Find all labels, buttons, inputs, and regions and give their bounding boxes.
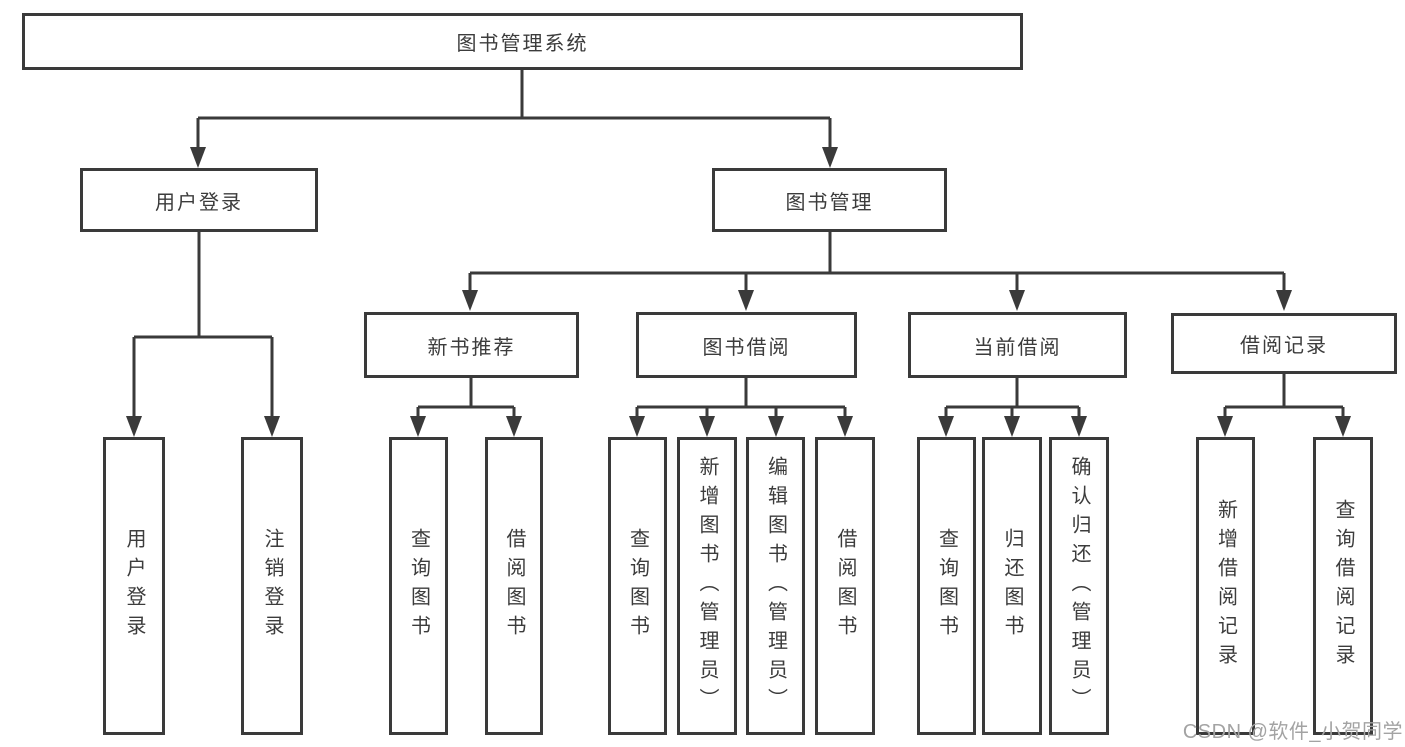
arrowhead-icon [462,290,478,311]
node-book-management: 图书管理 [712,168,947,232]
leaf-query-book-2: 查询图书 [608,437,667,735]
leaf-query-borrow-record: 查询借阅记录 [1313,437,1373,735]
node-label: 借阅记录 [1240,335,1328,357]
connector-user-login-leaves [132,232,274,418]
leaf-label: 查询图书 [407,528,430,644]
leaf-label: 查询图书 [626,528,649,644]
leaf-label: 借阅图书 [503,528,525,644]
leaf-confirm-return-admin: 确认归还（管理员） [1049,437,1109,735]
node-current-borrow: 当前借阅 [908,312,1127,378]
arrowhead-icon [410,416,426,437]
arrowhead-icon [837,416,853,437]
arrowhead-icon [699,416,715,437]
connector-new-book-leaves [416,378,516,418]
leaf-label: 查询图书 [935,528,958,644]
leaf-label: 新增图书（管理员） [696,455,718,717]
csdn-watermark: CSDN @软件_小贺同学 [1182,721,1403,743]
leaf-query-book-1: 查询图书 [389,437,448,735]
arrowhead-icon [264,416,280,437]
leaf-user-login: 用户登录 [103,437,165,735]
node-book-borrow: 图书借阅 [636,312,857,378]
node-label: 图书管理 [785,191,874,214]
arrowhead-icon [1071,416,1087,437]
node-label: 用户登录 [155,191,243,214]
arrowhead-icon [126,416,142,437]
leaf-edit-book-admin: 编辑图书（管理员） [746,437,805,735]
leaf-borrow-book-1: 借阅图书 [485,437,543,735]
node-label: 图书借阅 [702,336,791,359]
arrowhead-icon [768,416,784,437]
leaf-borrow-book-2: 借阅图书 [815,437,875,735]
leaf-label: 注销登录 [261,528,283,644]
leaf-return-book: 归还图书 [982,437,1042,735]
leaf-add-borrow-record: 新增借阅记录 [1196,437,1255,735]
connector-book-mgmt-to-level3 [468,232,1286,292]
node-user-login: 用户登录 [80,168,318,232]
node-label: 当前借阅 [973,336,1062,359]
leaf-label: 确认归还（管理员） [1068,455,1090,717]
arrowhead-icon [506,416,522,437]
arrowhead-icon [938,416,954,437]
leaf-add-book-admin: 新增图书（管理员） [677,437,737,735]
leaf-query-book-3: 查询图书 [917,437,976,735]
connector-root-to-level2 [196,70,832,149]
connector-book-borrow-leaves [635,378,847,418]
connector-current-borrow-leaves [944,378,1081,418]
arrowhead-icon [1004,416,1020,437]
node-label: 图书管理系统 [456,33,589,55]
node-label: 新书推荐 [427,336,516,359]
leaf-logout: 注销登录 [241,437,303,735]
node-root-system: 图书管理系统 [22,13,1023,70]
node-new-book-recommend: 新书推荐 [364,312,579,378]
arrowhead-icon [822,147,838,168]
node-borrow-records: 借阅记录 [1171,313,1397,374]
arrowhead-icon [1009,290,1025,311]
arrowhead-icon [190,147,206,168]
leaf-label: 用户登录 [123,528,145,644]
arrowhead-icon [1217,416,1233,437]
arrowhead-icon [1335,416,1351,437]
arrowhead-icon [629,416,645,437]
leaf-label: 新增借阅记录 [1214,499,1237,673]
leaf-label: 编辑图书（管理员） [764,455,787,717]
leaf-label: 归还图书 [1001,528,1023,644]
leaf-label: 查询借阅记录 [1332,499,1354,673]
arrowhead-icon [738,290,754,311]
connector-borrow-record-leaves [1223,374,1345,418]
arrowhead-icon [1276,290,1292,311]
leaf-label: 借阅图书 [834,528,856,644]
